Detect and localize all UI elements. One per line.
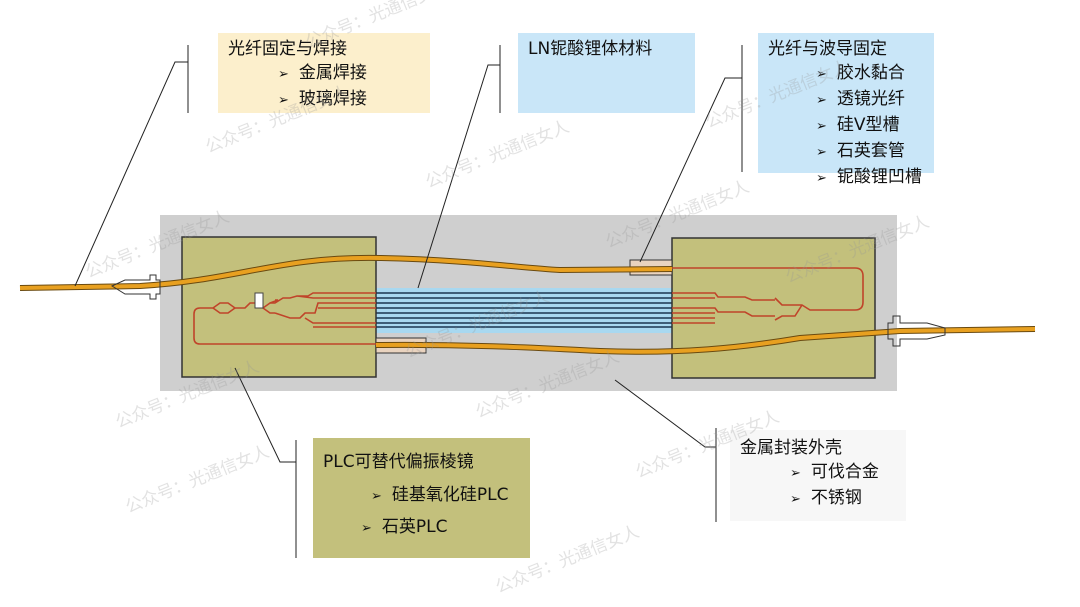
list-item: 玻璃焊接 [278, 87, 420, 113]
list-item: 石英套管 [816, 139, 924, 165]
callout-title: LN铌酸锂体材料 [528, 39, 653, 59]
callout-fiber-waveguide: 光纤与波导固定 胶水黏合 透镜光纤 硅V型槽 石英套管 铌酸锂凹槽 [758, 33, 934, 187]
leader-plc [234, 367, 297, 558]
list-item: 硅基氧化硅PLC [371, 480, 520, 512]
callout-title: PLC可替代偏振棱镜 [323, 452, 474, 472]
ln-crystal-band [376, 288, 672, 333]
list-item: 可伐合金 [790, 460, 896, 486]
ln-waveguides [376, 292, 672, 328]
optical-fibers [19, 254, 1036, 355]
callout-ln-material: LN铌酸锂体材料 [518, 33, 695, 113]
right-plc-waveguide-circuit [672, 267, 864, 324]
left-fiber-connector [110, 274, 161, 300]
callout-metal-shell: 金属封装外壳 可伐合金 不锈钢 [730, 430, 906, 521]
callout-title: 金属封装外壳 [740, 438, 842, 458]
list-item: 金属焊接 [278, 61, 420, 87]
callout-title: 光纤与波导固定 [768, 39, 887, 59]
callout-title: 光纤固定与焊接 [228, 39, 347, 59]
left-plc-waveguide-circuit [193, 292, 376, 345]
callout-fiber-fixing: 光纤固定与焊接 金属焊接 玻璃焊接 [218, 33, 430, 113]
leader-fiber-fixing [74, 45, 189, 287]
right-fiber-connector [887, 315, 946, 347]
list-item: 不锈钢 [790, 486, 896, 512]
leader-fiber-waveguide [639, 45, 743, 263]
list-item: 硅V型槽 [816, 113, 924, 139]
list-item: 石英PLC [361, 512, 520, 544]
polarizer-chip [254, 292, 264, 309]
callout-leader-lines [74, 45, 743, 558]
list-item: 胶水黏合 [816, 61, 924, 87]
list-item: 透镜光纤 [816, 87, 924, 113]
leader-ln-material [417, 45, 501, 289]
leader-shell [614, 379, 717, 522]
callout-plc: PLC可替代偏振棱镜 硅基氧化硅PLC 石英PLC [313, 438, 530, 558]
list-item: 铌酸锂凹槽 [816, 165, 924, 191]
